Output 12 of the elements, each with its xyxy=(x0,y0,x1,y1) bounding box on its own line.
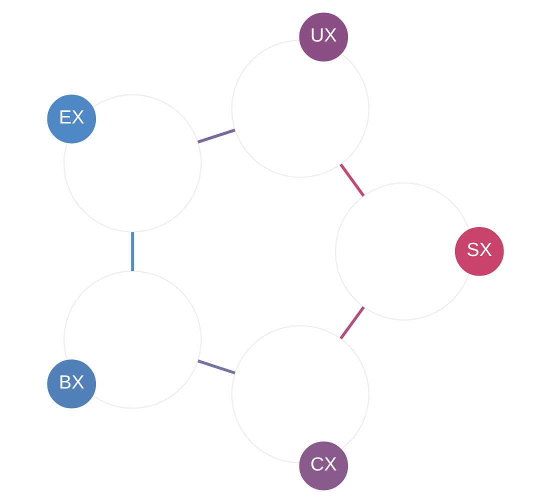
connector xyxy=(130,232,134,271)
node-circle: BX xyxy=(46,360,96,408)
node-circle xyxy=(62,94,202,232)
node-circle: CX xyxy=(298,441,348,490)
connector xyxy=(339,163,364,197)
connector xyxy=(339,306,364,340)
node-circle: UX xyxy=(298,12,348,62)
connector xyxy=(197,360,235,374)
connector xyxy=(196,128,235,144)
node-circle: EX xyxy=(46,94,96,144)
node-circle xyxy=(62,270,202,409)
node-circle: SX xyxy=(454,227,504,276)
